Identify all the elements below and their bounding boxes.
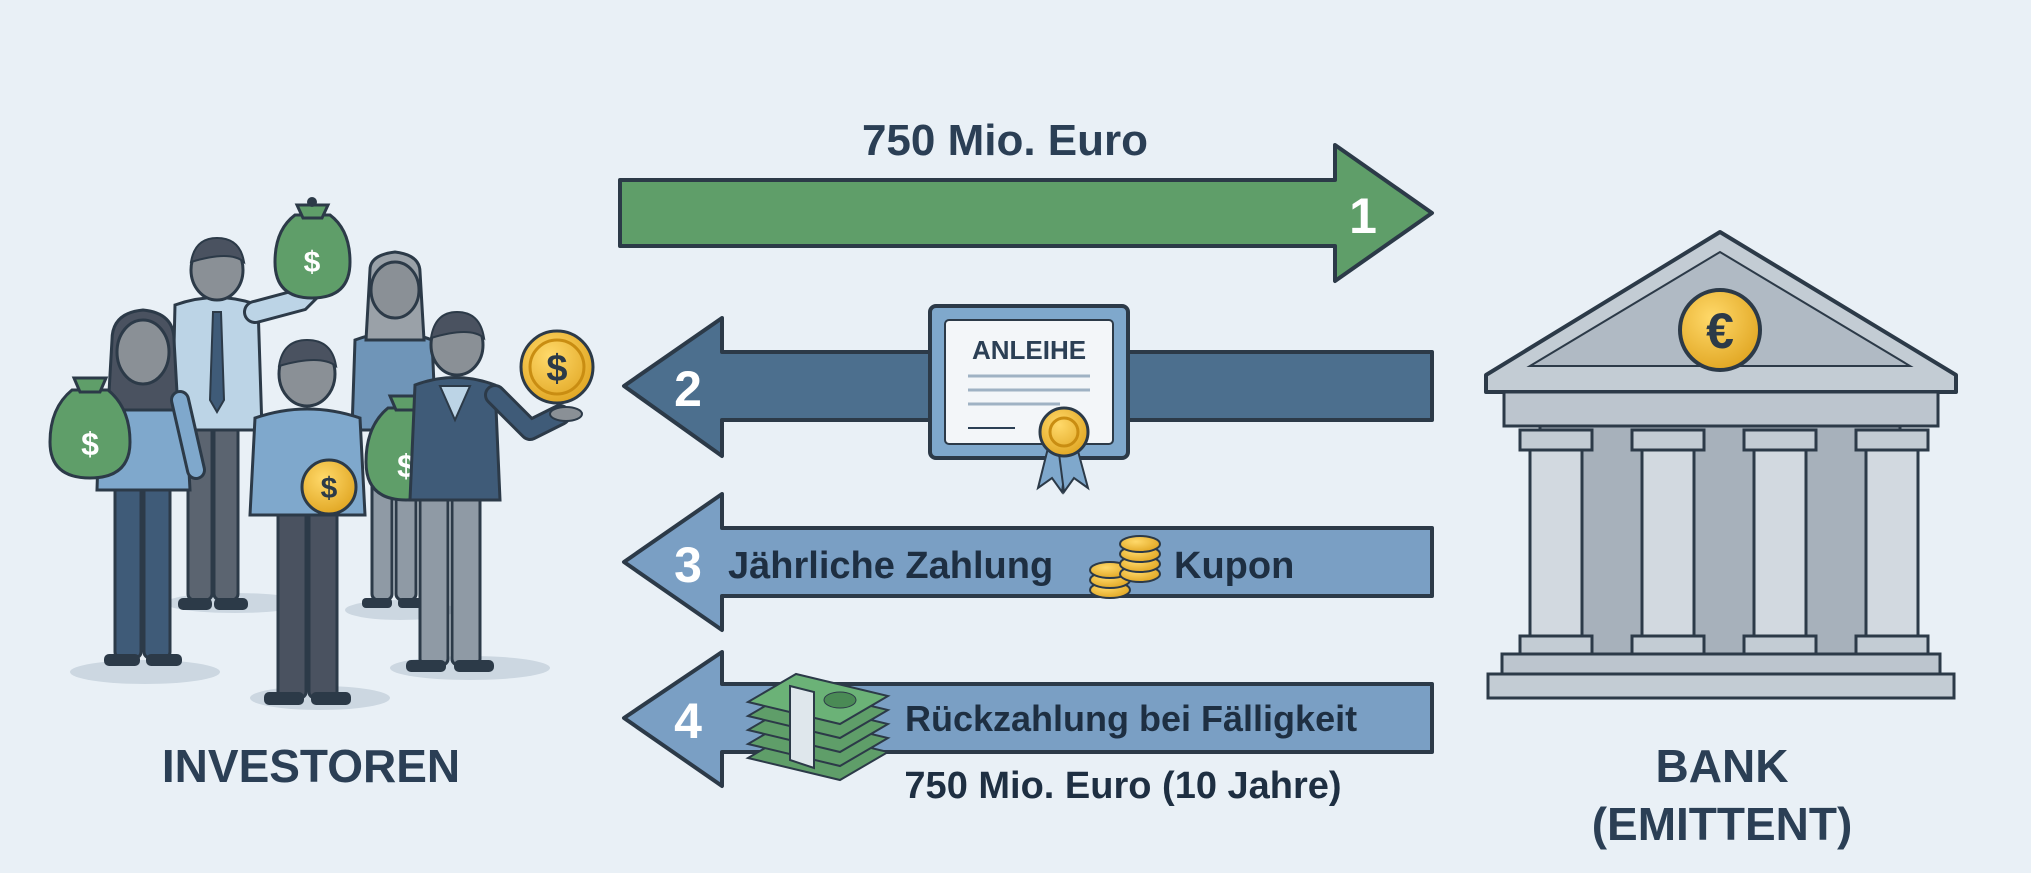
money-bag-raised-icon: $: [273, 197, 352, 300]
coin-offered-icon: [519, 329, 595, 405]
coin-stack-icon: [1089, 535, 1161, 599]
investors-group-icon: $ $: [48, 197, 595, 710]
investor-man-right: $: [406, 310, 595, 672]
dollar-sign: $: [546, 348, 567, 390]
investors-label: INVESTOREN: [162, 740, 460, 792]
bank-building-icon: €: [1484, 230, 1958, 700]
money-bag-left-icon: $: [48, 376, 132, 480]
step-number-4: 4: [674, 693, 702, 749]
cash-bundle-icon: [745, 672, 891, 782]
investor-man-front: $: [248, 338, 367, 705]
flow-4-repayment-label: Rückzahlung bei Fälligkeit: [905, 698, 1357, 739]
dollar-sign: $: [81, 426, 99, 462]
euro-symbol: €: [1706, 303, 1734, 359]
flow-arrow-4: 4 Rückzahlung bei Fälligkeit: [622, 650, 1434, 788]
step-number-3: 3: [674, 537, 702, 593]
dollar-sign: $: [321, 472, 338, 505]
bank-column: [1742, 428, 1818, 656]
coin-held-icon: [300, 458, 358, 516]
flow-arrow-1: 1: [618, 143, 1434, 283]
flow-3-payment-label: Jährliche Zahlung: [728, 545, 1053, 587]
euro-coin-icon: [1678, 288, 1762, 372]
bank-column: [1854, 428, 1930, 656]
flow-4-amount-label: 750 Mio. Euro (10 Jahre): [904, 765, 1341, 807]
flow-1-amount-label: 750 Mio. Euro: [862, 116, 1148, 165]
dollar-sign: $: [304, 246, 321, 279]
bank-column: [1630, 428, 1706, 656]
flow-3-coupon-label: Kupon: [1174, 545, 1294, 587]
bond-certificate-icon: ANLEIHE: [928, 304, 1130, 495]
bank-label-line1: BANK: [1656, 740, 1789, 792]
bank-column: [1518, 428, 1594, 656]
certificate-title: ANLEIHE: [972, 335, 1086, 365]
flow-arrow-3: 3 Jährliche Zahlung Kupon: [622, 492, 1434, 632]
step-number-2: 2: [674, 361, 702, 417]
step-number-1: 1: [1349, 188, 1377, 244]
investor-man-tie: [170, 236, 322, 610]
bank-label-line2: (EMITTENT): [1592, 798, 1853, 850]
